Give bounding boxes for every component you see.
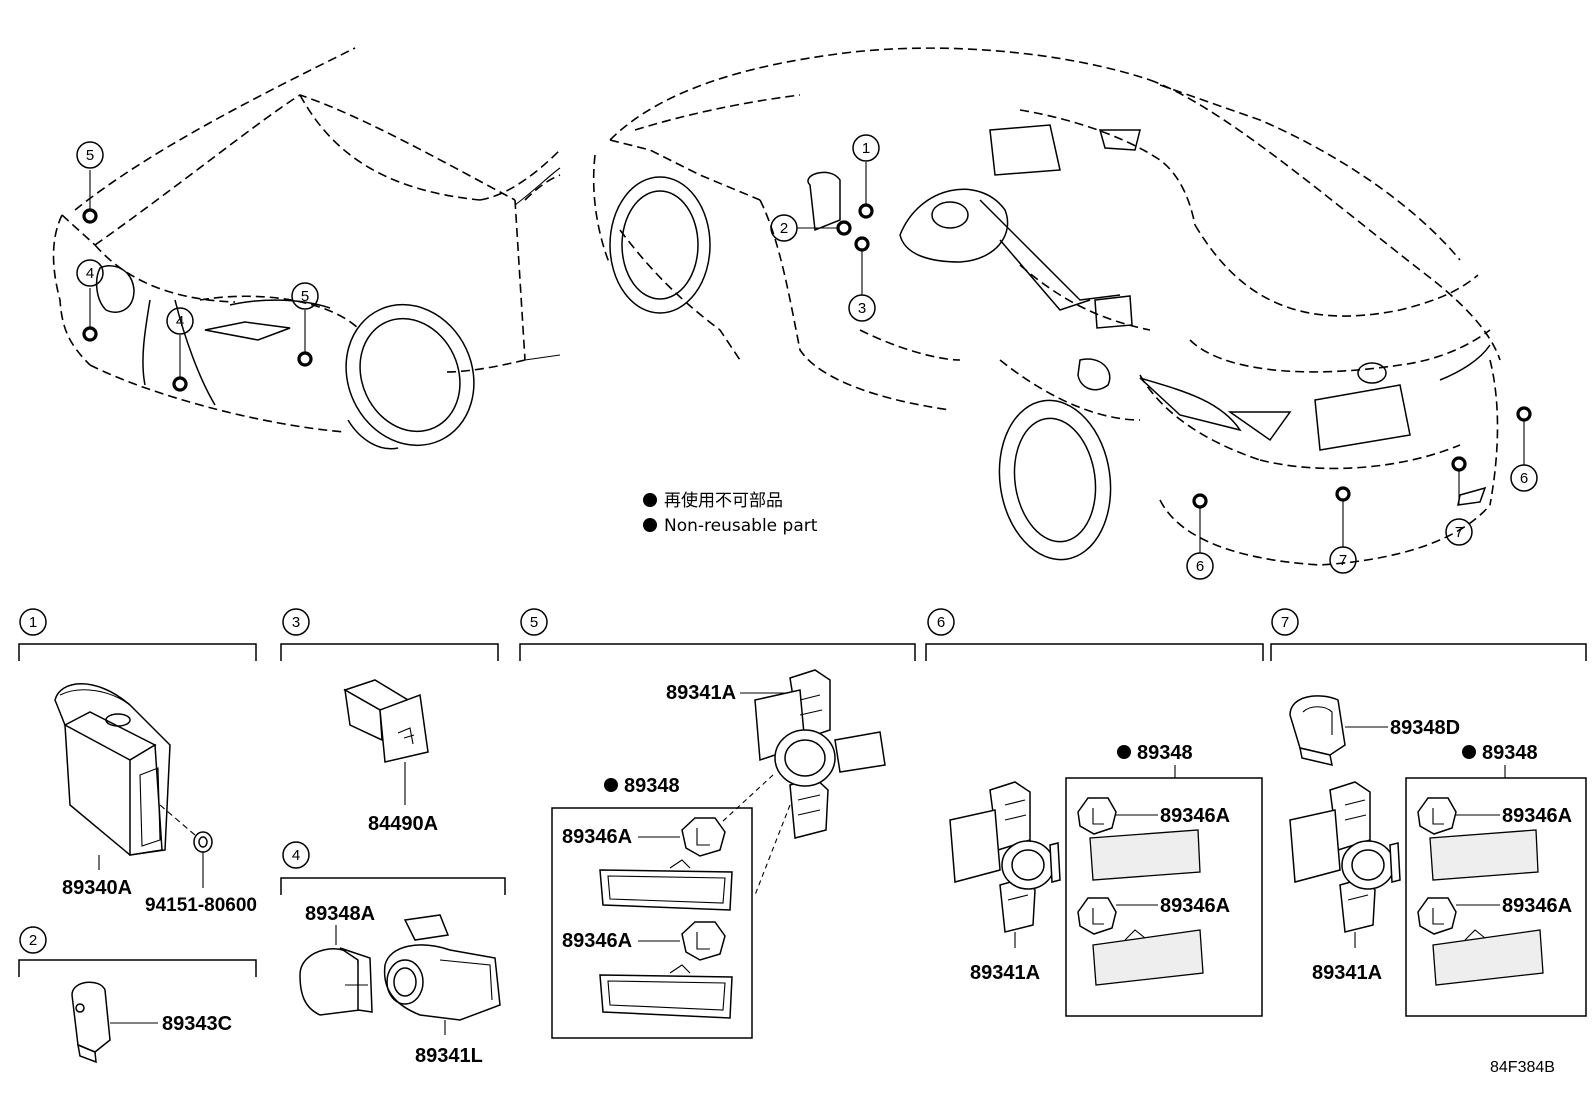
legend-english: Non-reusable part <box>664 516 818 536</box>
callout-front-5b: 5 <box>291 282 319 310</box>
part-label-89348: 89348 <box>624 775 680 797</box>
svg-text:5: 5 <box>86 147 94 164</box>
part-label-89346A-s6b: 89346A <box>1160 895 1230 917</box>
sensor-bracket-89341A-s7 <box>1289 781 1401 933</box>
cushion-89346A-b <box>681 921 726 961</box>
part-label-89341A: 89341A <box>666 682 736 704</box>
legend-japanese: 再使用不可部品 <box>664 490 783 511</box>
svg-text:3: 3 <box>292 614 300 631</box>
svg-text:2: 2 <box>780 220 788 237</box>
non-reusable-kit-box-s6 <box>1065 777 1263 1017</box>
callout-interior-2: 2 <box>770 214 798 242</box>
svg-text:6: 6 <box>1196 558 1204 575</box>
clip-94151-80600 <box>193 831 213 853</box>
non-reusable-kit-box-s7 <box>1405 777 1587 1017</box>
tape-89346A-s7a <box>1429 829 1539 881</box>
sensor-89343C <box>71 981 111 1064</box>
callout-rear-7a: 7 <box>1329 546 1357 574</box>
callout-rear-7b: 7 <box>1445 518 1473 546</box>
callout-front-4a: 4 <box>76 259 104 287</box>
svg-text:6: 6 <box>937 614 945 631</box>
section-5: 5 89341A 89348 89346A 89346A <box>519 608 916 1039</box>
bullet-icon <box>643 493 657 507</box>
svg-text:2: 2 <box>29 932 37 949</box>
part-label-84490A: 84490A <box>368 813 438 835</box>
tape-89346A-s6b <box>1092 929 1204 986</box>
part-label-89341A-s6: 89341A <box>970 962 1040 984</box>
sensor-89341L <box>383 914 501 1021</box>
part-label-89346A-s7b: 89346A <box>1502 895 1572 917</box>
sensor-bracket-89341A-s6 <box>949 781 1061 933</box>
front-car-view: 5 4 4 5 <box>52 47 561 450</box>
cushion-89346A-s6a <box>1077 797 1117 835</box>
non-reusable-bullet-icon <box>604 778 618 792</box>
cushion-89346A-s7b <box>1417 897 1457 935</box>
svg-text:4: 4 <box>176 313 184 330</box>
callout-rear-6a: 6 <box>1186 552 1214 580</box>
section-4: 4 89348A 89341L <box>280 841 506 1067</box>
part-label-89341L: 89341L <box>415 1045 483 1067</box>
retainer-89348A <box>299 947 373 1016</box>
svg-text:5: 5 <box>530 614 538 631</box>
tape-89346A-b <box>599 964 733 1019</box>
svg-text:6: 6 <box>1520 470 1528 487</box>
bullet-icon <box>643 518 657 532</box>
section-7: 7 89348D 89348 89346A 89346A <box>1270 608 1587 1017</box>
svg-text:7: 7 <box>1339 552 1347 569</box>
svg-text:1: 1 <box>29 614 37 631</box>
svg-text:7: 7 <box>1281 614 1289 631</box>
part-label-89346A-s6a: 89346A <box>1160 805 1230 827</box>
callout-front-4b: 4 <box>166 307 194 335</box>
svg-text:5: 5 <box>301 288 309 305</box>
control-module-89340A <box>54 683 171 856</box>
part-label-89346A-s7a: 89346A <box>1502 805 1572 827</box>
non-reusable-bullet-icon <box>1462 745 1476 759</box>
tape-89346A-s7b <box>1432 929 1544 986</box>
callout-front-5a: 5 <box>76 141 104 169</box>
switch-84490A <box>343 679 429 763</box>
callout-interior-1: 1 <box>852 134 880 162</box>
part-label-89348-s7: 89348 <box>1482 742 1538 764</box>
section-3: 3 84490A <box>280 608 499 835</box>
section-6: 6 89341A 89348 89346A 89346A <box>925 608 1264 1017</box>
rear-car-view: 1 2 3 6 6 7 7 <box>592 47 1538 580</box>
tape-89346A-a <box>599 859 733 911</box>
part-label-89346A-b: 89346A <box>562 930 632 952</box>
svg-text:7: 7 <box>1455 524 1463 541</box>
part-label-94151-80600: 94151-80600 <box>145 895 257 916</box>
svg-text:1: 1 <box>862 140 870 157</box>
sensor-bracket-89341A <box>754 669 886 839</box>
legend: 再使用不可部品 Non-reusable part <box>643 490 818 536</box>
svg-text:4: 4 <box>292 847 300 864</box>
drawing-code: 84F384B <box>1490 1059 1555 1076</box>
retainer-89348D <box>1289 695 1346 766</box>
section-1: 1 89340A 94151-80600 <box>18 608 257 916</box>
part-label-89348-s6: 89348 <box>1137 742 1193 764</box>
cushion-89346A-a <box>681 817 726 857</box>
svg-text:4: 4 <box>86 265 94 282</box>
cushion-89346A-s7a <box>1417 797 1457 835</box>
part-label-89348A: 89348A <box>305 903 375 925</box>
part-label-89343C: 89343C <box>162 1013 232 1035</box>
cushion-89346A-s6b <box>1077 897 1117 935</box>
part-label-89346A-a: 89346A <box>562 826 632 848</box>
svg-text:3: 3 <box>858 300 866 317</box>
section-2: 2 89343C <box>18 926 257 1064</box>
non-reusable-kit-box <box>551 807 753 1039</box>
callout-rear-6b: 6 <box>1510 464 1538 492</box>
tape-89346A-s6a <box>1089 829 1201 881</box>
part-label-89341A-s7: 89341A <box>1312 962 1382 984</box>
part-label-89348D: 89348D <box>1390 717 1460 739</box>
callout-interior-3: 3 <box>848 294 876 322</box>
non-reusable-bullet-icon <box>1117 745 1131 759</box>
part-label-89340A: 89340A <box>62 877 132 899</box>
